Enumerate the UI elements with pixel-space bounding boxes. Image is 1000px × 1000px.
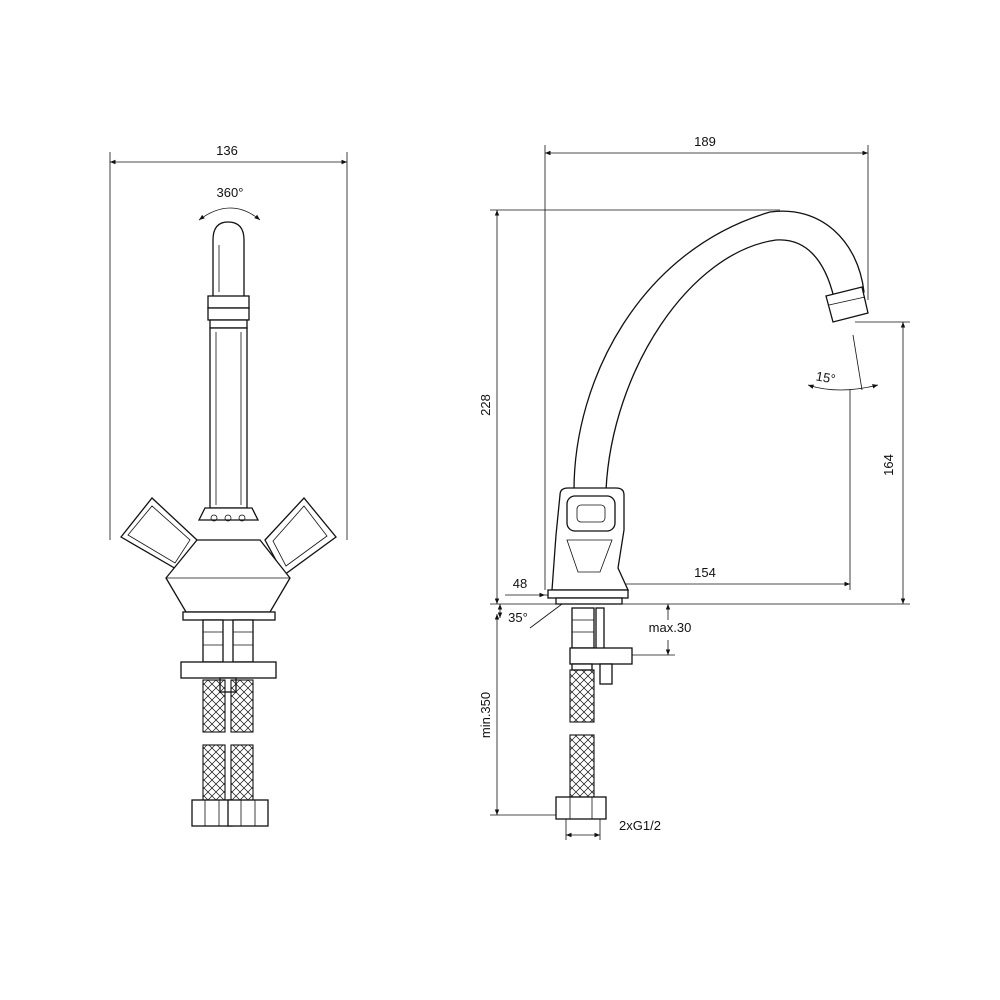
side-view: 189 228 164 154 48 15° 35° max.30 min.35… [478, 134, 910, 840]
side-mounting [569, 607, 633, 685]
rotation-arrow-icon [198, 207, 261, 221]
side-hose [555, 669, 607, 820]
tilt-angle-label: 15° [815, 368, 837, 386]
front-view: 136 360° [109, 143, 348, 827]
height-dim-label: 228 [478, 394, 493, 416]
side-spout [573, 210, 869, 491]
rotation-dim-label: 360° [217, 185, 244, 200]
front-width-dim-label: 136 [216, 143, 238, 158]
side-body [547, 487, 630, 605]
outlet-height-dim-label: 164 [881, 454, 896, 476]
counter-max-label: max.30 [649, 620, 692, 635]
tilt-angle-arc [807, 384, 879, 391]
front-base-plate [182, 611, 276, 621]
base-angle-label: 35° [508, 610, 528, 625]
front-hoses [191, 679, 269, 827]
base-dim-label: 48 [513, 576, 527, 591]
connection-label: 2xG1/2 [619, 818, 661, 833]
hose-min-label: min.350 [478, 692, 493, 738]
reach-dim-label: 154 [694, 565, 716, 580]
front-spout [197, 221, 260, 522]
front-mounting [180, 619, 277, 693]
side-width-dim-label: 189 [694, 134, 716, 149]
